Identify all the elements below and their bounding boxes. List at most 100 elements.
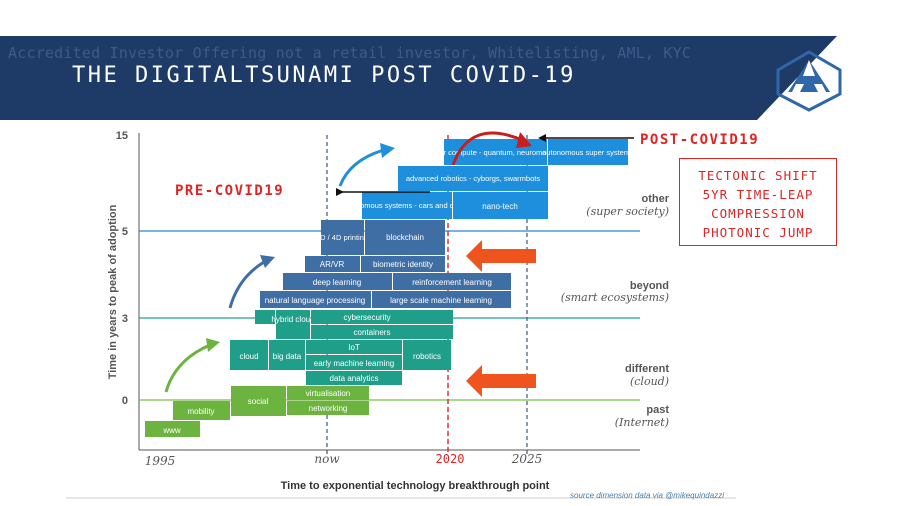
block-advanced-robotics — [398, 166, 548, 191]
orange-arrow-lower — [466, 365, 536, 397]
banner-background — [0, 36, 837, 120]
box-line-2: 5YR TIME-LEAP — [702, 187, 814, 202]
block-cloud-label: cloud — [239, 352, 258, 361]
source-credit: source dimension data via @mikequindazzi — [570, 491, 724, 500]
block-cybersecurity — [311, 310, 453, 324]
band-title-other: other — [642, 193, 670, 205]
block-autonomous-systems-label: autonomous systems - cars and drones — [341, 201, 473, 210]
box-line-1: TECTONIC SHIFT — [698, 168, 818, 183]
block-mobility — [173, 401, 230, 420]
past-blocks: www mobility social virtualisation netwo… — [145, 386, 369, 437]
other-blocks: autonomous systems - cars and drones nan… — [341, 139, 634, 219]
x-axis-label: Time to exponential technology breakthro… — [281, 480, 550, 492]
orange-arrow-upper — [466, 240, 536, 272]
block-reinforcement-learning-label: reinforcement learning — [412, 278, 492, 287]
y-axis-label: Time in years to peak of adoption — [107, 204, 119, 379]
box-line-3: COMPRESSION — [711, 206, 805, 221]
block-containers — [311, 325, 453, 339]
block-ar-vr — [305, 256, 360, 272]
pre-covid-label: PRE-COVID19 — [175, 183, 285, 199]
block-hybrid-cloud-label: hybrid cloud — [271, 315, 314, 324]
disclaimer-text: Accredited Investor Offering not a retai… — [8, 44, 692, 62]
block-www-label: www — [162, 426, 181, 435]
x-tick-2020: 2020 — [436, 452, 465, 466]
block-iot — [306, 340, 402, 354]
block-blockchain — [365, 220, 445, 255]
x-tick-1995: 1995 — [145, 454, 176, 468]
post-covid-pointer-head — [538, 134, 546, 142]
block-3d-4d-printing-label: 3D / 4D printing — [316, 233, 368, 242]
block-large-scale-ml-label: large scale machine learning — [390, 296, 492, 305]
growth-arrow-steel-head — [260, 255, 275, 268]
block-reinforcement-learning — [393, 273, 511, 290]
block-data-analytics — [306, 371, 402, 385]
growth-arrow-blue-head — [380, 143, 395, 158]
block-data-analytics-label: data analytics — [330, 374, 379, 383]
block-containers-label: containers — [354, 328, 391, 337]
block-ar-vr-label: AR/VR — [320, 260, 345, 269]
block-big-data-label: big data — [273, 352, 302, 361]
block-networking-label: networking — [309, 404, 348, 413]
block-robotics — [403, 340, 451, 370]
block-social-label: social — [248, 397, 269, 406]
x-tick-now: now — [314, 452, 340, 466]
block-mobility-label: mobility — [187, 407, 214, 416]
tectonic-shift-box: TECTONIC SHIFT 5YR TIME-LEAP COMPRESSION… — [679, 158, 837, 246]
block-nlp — [260, 291, 371, 308]
growth-arrow-steel — [228, 260, 265, 309]
beyond-blocks: natural language processing large scale … — [260, 220, 511, 308]
growth-arrow-blue — [338, 148, 385, 187]
block-deep-learning-label: deep learning — [313, 278, 361, 287]
post-covid-label: POST-COVID19 — [640, 132, 760, 148]
block-cloud — [230, 340, 268, 370]
growth-arrow-green-head — [206, 338, 220, 352]
block-social — [231, 386, 286, 416]
block-nlp-label: natural language processing — [265, 296, 366, 305]
tsunami-arrow-red-head — [516, 132, 532, 148]
block-early-ml — [306, 355, 402, 370]
block-iot-label: IoT — [348, 343, 360, 352]
block-3d-4d-printing — [321, 220, 364, 255]
block-virtualisation-label: virtualisation — [306, 389, 350, 398]
block-advanced-robotics-label: advanced robotics - cyborgs, swarmbots — [406, 174, 540, 183]
box-line-4: PHOTONIC JUMP — [702, 225, 814, 240]
growth-arrow-green — [164, 343, 211, 393]
block-early-ml-label: early machine learning — [314, 359, 395, 368]
block-autonomous-super-systems-label: autonomous super systems — [542, 148, 634, 157]
x-tick-2025: 2025 — [511, 452, 543, 466]
band-subtitle-different: (cloud) — [630, 375, 669, 388]
block-deep-learning — [283, 273, 392, 290]
y-tick-3: 3 — [122, 313, 128, 325]
block-big-data — [269, 340, 305, 370]
block-autonomous-systems — [362, 192, 452, 219]
band-subtitle-past: (Internet) — [615, 416, 669, 429]
block-autonomous-super-systems — [548, 139, 628, 165]
band-title-beyond: beyond — [630, 280, 669, 292]
block-virtualisation — [287, 386, 369, 400]
block-networking — [287, 401, 369, 415]
band-title-past: past — [646, 404, 669, 416]
y-tick-5: 5 — [122, 226, 128, 238]
pre-covid-pointer-tail — [336, 188, 344, 196]
block-super-compute-label: super compute - quantum, neuromorphic — [427, 148, 563, 157]
block-nano-tech-label: nano-tech — [482, 202, 518, 211]
block-super-compute — [444, 139, 547, 165]
band-subtitle-other: (super society) — [586, 205, 669, 218]
y-tick-0: 0 — [122, 395, 128, 407]
block-nano-tech — [453, 192, 548, 219]
block-robotics-label: robotics — [413, 352, 441, 361]
pyramid-logo-icon — [776, 50, 842, 112]
tsunami-arrow-red — [451, 131, 523, 166]
block-small-teal — [255, 310, 275, 324]
band-subtitle-beyond: (smart ecosystems) — [561, 291, 669, 304]
block-hybrid-cloud — [276, 310, 310, 339]
block-blockchain-label: blockchain — [386, 233, 424, 242]
block-biometric-identity-label: biometric identity — [373, 260, 433, 269]
block-large-scale-ml — [372, 291, 511, 308]
band-title-different: different — [625, 363, 669, 375]
different-blocks: cloud big data IoT early machine learnin… — [230, 310, 453, 385]
title-banner — [0, 36, 900, 120]
y-tick-15: 15 — [116, 130, 128, 142]
block-biometric-identity — [361, 256, 445, 272]
